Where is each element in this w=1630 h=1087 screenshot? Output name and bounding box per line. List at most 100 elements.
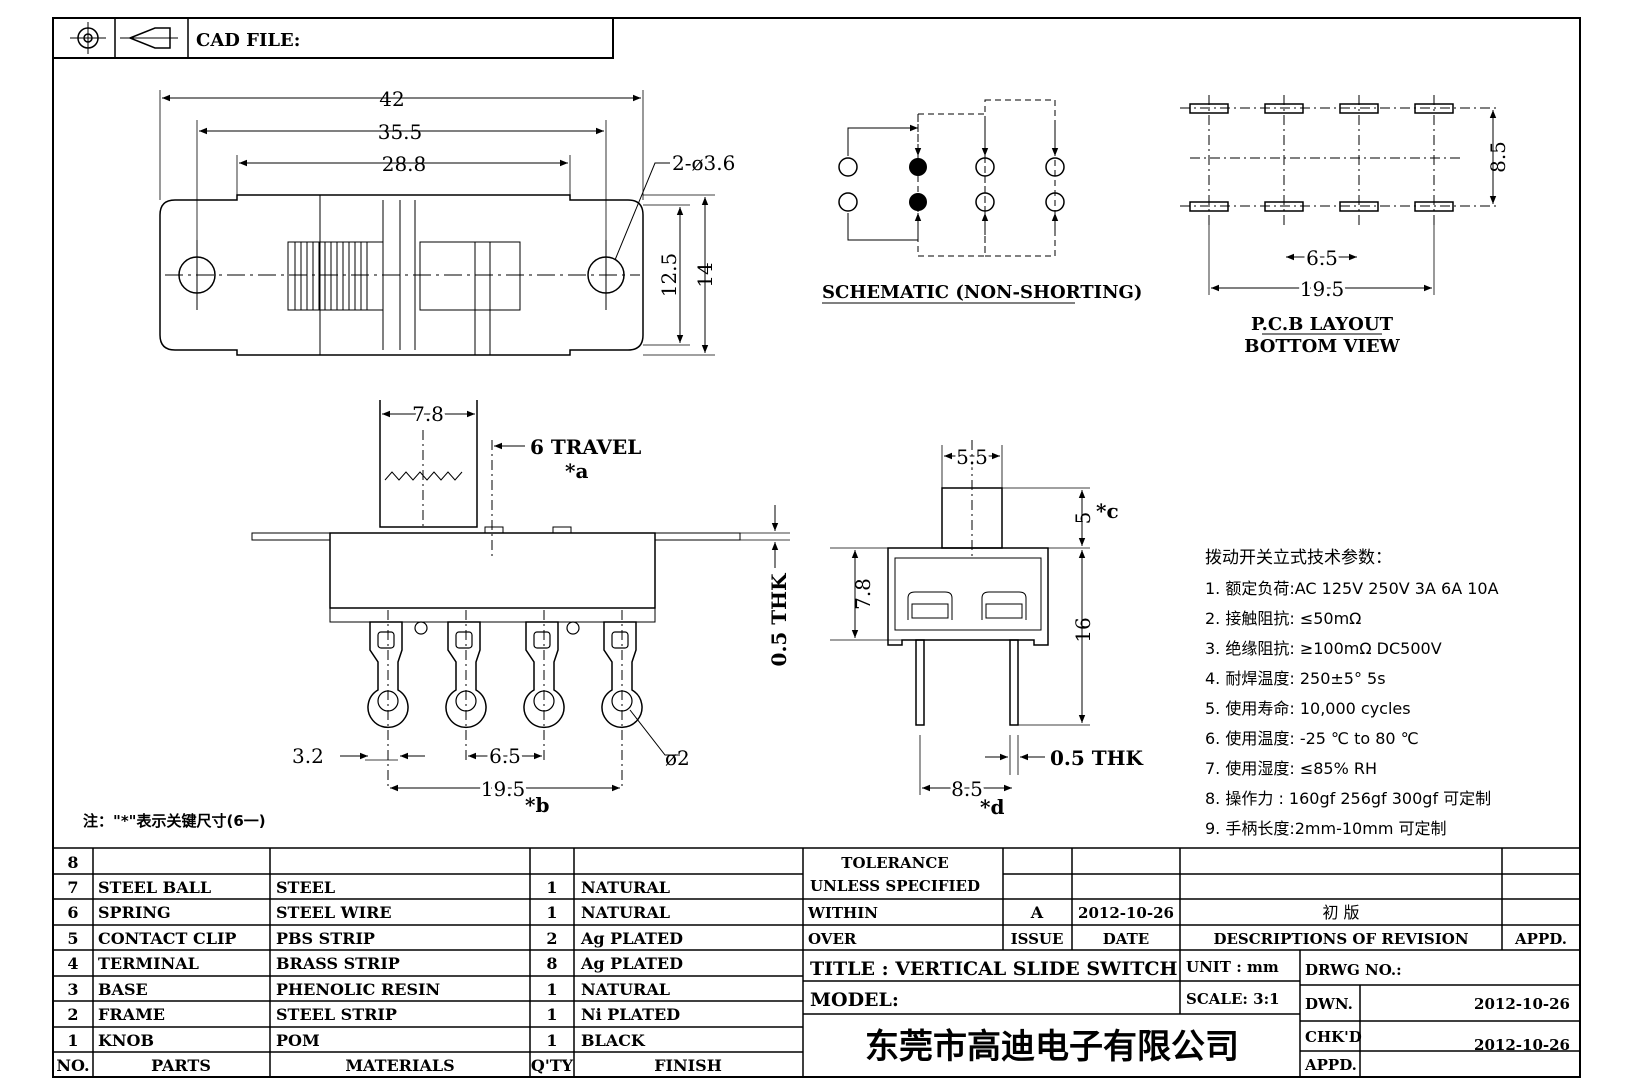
table-row: 7 STEEL BALL STEEL 1 NATURAL [67, 878, 670, 897]
schematic-label: SCHEMATIC (NON-SHORTING) [822, 282, 1142, 303]
spec-item: 2. 接触阻抗: ≤50mΩ [1205, 609, 1361, 628]
bom-header-materials: MATERIALS [345, 1056, 454, 1075]
bom-finish: NATURAL [581, 903, 670, 922]
bom-header-parts: PARTS [151, 1056, 211, 1075]
appd2-label: APPD. [1304, 1056, 1357, 1074]
rev-desc: 初 版 [1322, 903, 1359, 922]
issue-header: ISSUE [1011, 930, 1064, 948]
bom-finish: Ni PLATED [581, 1005, 680, 1024]
outer-frame [52, 17, 1581, 1078]
top-view: 42 35.5 28.8 2-ø3.6 12.5 14 [159, 87, 735, 356]
front-dim-6-5: 6.5 [489, 744, 521, 768]
pcb-dim-6-5: 6.5 [1306, 246, 1338, 270]
bom-finish: Ag PLATED [580, 954, 683, 973]
projection-symbol-icon [70, 22, 178, 54]
table-row: 5 CONTACT CLIP PBS STRIP 2 Ag PLATED [67, 929, 683, 948]
side-dim-7-8: 7.8 [851, 578, 875, 610]
bom-qty: 1 [546, 878, 557, 897]
bom-finish: BLACK [581, 1031, 646, 1050]
chkd-label: CHK'D [1305, 1028, 1362, 1046]
dim-35-5: 35.5 [378, 120, 423, 144]
bom-qty: 1 [546, 903, 557, 922]
bom-header-no: NO. [56, 1056, 89, 1075]
bom-part: TERMINAL [98, 954, 199, 973]
bom-no: 5 [67, 929, 78, 948]
side-dim-8-5: 8.5 [951, 777, 983, 801]
bom-header-row: NO. PARTS MATERIALS Q'TY FINISH [56, 1056, 721, 1075]
bom-no: 7 [67, 878, 78, 897]
side-c-mark: *c [1096, 499, 1119, 523]
table-row: 2 FRAME STEEL STRIP 1 Ni PLATED [67, 1005, 680, 1024]
unit-label: UNIT : mm [1186, 958, 1279, 976]
scale-label: SCALE: 3:1 [1186, 990, 1280, 1008]
appd-header: APPD. [1514, 930, 1567, 948]
cad-file-bar: CAD FILE: [52, 17, 614, 59]
pcb-dim-8-5: 8.5 [1486, 141, 1510, 173]
bom-part: CONTACT CLIP [98, 929, 236, 948]
dim-42: 42 [379, 87, 404, 111]
table-row: 3 BASE PHENOLIC RESIN 1 NATURAL [67, 980, 670, 999]
spec-item: 7. 使用湿度: ≤85% RH [1205, 759, 1377, 778]
bom-material: PBS STRIP [276, 929, 375, 948]
bom-no: 3 [67, 980, 78, 999]
pcb-dim-19-5: 19.5 [1300, 277, 1345, 301]
desc-rev-header: DESCRIPTIONS OF REVISION [1213, 930, 1468, 948]
spec-item: 3. 绝缘阻抗: ≥100mΩ DC500V [1205, 639, 1442, 658]
pcb-label-line2: BOTTOM VIEW [1244, 336, 1400, 357]
bom-header-finish: FINISH [654, 1056, 722, 1075]
bom-finish: NATURAL [581, 878, 670, 897]
bom-material: POM [276, 1031, 320, 1050]
pcb-layout-view: 8.5 6.5 19.5 P.C.B LAYOUT BOTTOM VIEW [1180, 95, 1510, 357]
front-b-mark: *b [525, 793, 549, 817]
dwn-date: 2012-10-26 [1474, 995, 1570, 1013]
bom-header-qty: Q'TY [531, 1056, 574, 1075]
front-dim-7-8: 7.8 [412, 402, 444, 426]
front-pin-dia: ø2 [665, 746, 690, 770]
title-block-text: TOLERANCE UNLESS SPECIFIED WITHIN OVER A… [807, 854, 1570, 1074]
spec-item: 5. 使用寿命: 10,000 cycles [1205, 699, 1411, 718]
spec-item: 4. 耐焊温度: 250±5° 5s [1205, 669, 1386, 688]
bom-no: 6 [67, 903, 78, 922]
bom-finish: NATURAL [581, 980, 670, 999]
dim-14: 14 [693, 262, 717, 287]
bom-part: BASE [98, 980, 148, 999]
drwg-no-label: DRWG NO.: [1305, 961, 1402, 979]
tolerance-line1: TOLERANCE [841, 854, 948, 872]
dim-12-5: 12.5 [657, 253, 681, 298]
rev-issue: A [1030, 903, 1044, 922]
title-block [803, 848, 1580, 1077]
table-row: 6 SPRING STEEL WIRE 1 NATURAL [67, 903, 670, 922]
bom-part: STEEL BALL [98, 878, 211, 897]
within-label: WITHIN [807, 904, 878, 922]
bom-rows: 8 7 STEEL BALL STEEL 1 NATURAL 6 SPRING … [56, 853, 721, 1075]
bom-material: STEEL WIRE [276, 903, 392, 922]
bom-part: SPRING [98, 903, 171, 922]
cad-file-label: CAD FILE: [196, 30, 300, 51]
bom-no: 2 [67, 1005, 78, 1024]
table-row: 1 KNOB POM 1 BLACK [67, 1031, 645, 1050]
spec-item: 8. 操作力 : 160gf 256gf 300gf 可定制 [1205, 789, 1491, 808]
company-name: 东莞市高迪电子有限公司 [865, 1027, 1239, 1067]
spec-item: 9. 手柄长度:2mm-10mm 可定制 [1205, 819, 1447, 838]
table-row: 8 [67, 853, 78, 872]
key-dimension-note: 注："*"表示关键尺寸(6一) [83, 812, 266, 830]
model-label: MODEL: [810, 989, 899, 1011]
front-dim-3-2: 3.2 [292, 744, 324, 768]
front-travel: 6 TRAVEL [530, 435, 641, 459]
bom-no: 8 [67, 853, 78, 872]
spec-item: 1. 额定负荷:AC 125V 250V 3A 6A 10A [1205, 579, 1499, 598]
dim-28-8: 28.8 [382, 152, 427, 176]
bom-material: BRASS STRIP [276, 954, 400, 973]
spec-heading: 拨动开关立式技术参数： [1205, 548, 1392, 568]
front-travel-mark: *a [565, 459, 588, 483]
bom-material: STEEL [276, 878, 335, 897]
rev-date: 2012-10-26 [1078, 904, 1174, 922]
bom-part: KNOB [98, 1031, 154, 1050]
bom-material: PHENOLIC RESIN [276, 980, 440, 999]
bom-qty: 1 [546, 980, 557, 999]
side-d-mark: *d [980, 795, 1004, 819]
date-header: DATE [1103, 930, 1149, 948]
pcb-label-line1: P.C.B LAYOUT [1251, 314, 1394, 335]
bom-material: STEEL STRIP [276, 1005, 397, 1024]
